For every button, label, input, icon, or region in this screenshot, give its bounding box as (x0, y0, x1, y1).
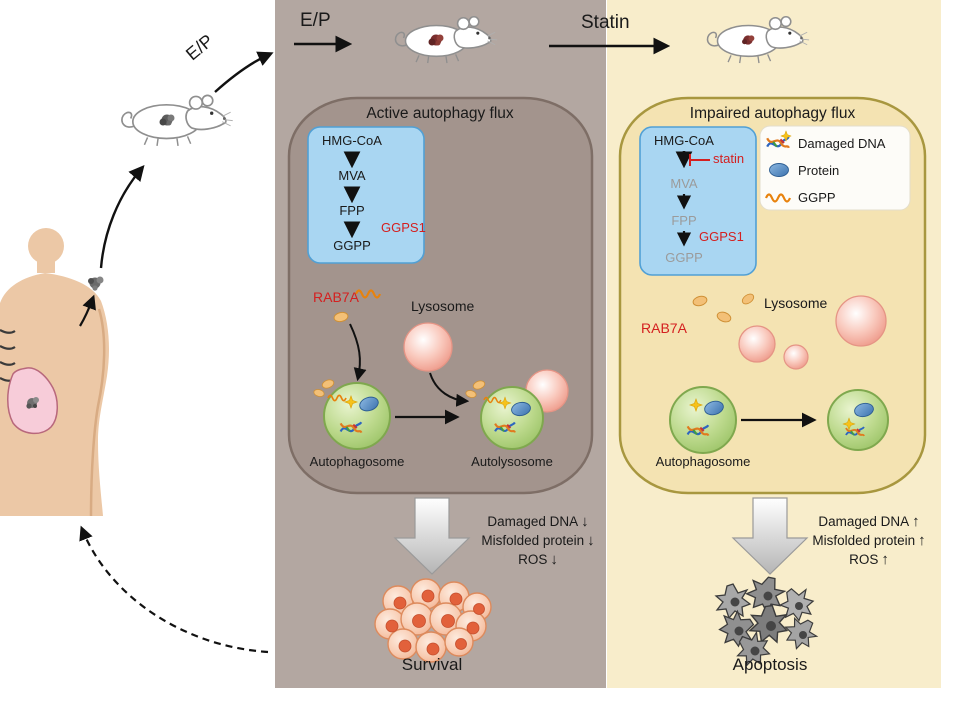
mouse-tumor-icon (742, 35, 755, 45)
pathway-hmg-coa: HMG-CoA (322, 133, 382, 148)
pathway-ggpp: GGPP (665, 250, 703, 265)
autolysosome-label: Autolysosome (471, 454, 553, 469)
outcome-label: ROS (849, 552, 879, 567)
outcome-label: Damaged DNA (818, 514, 910, 529)
mva-pathway-box-impaired (639, 126, 757, 276)
rab7a-label: RAB7A (313, 289, 359, 305)
down-arrow-glyph: ↓ (587, 532, 595, 549)
ep-curve-arrow (214, 51, 274, 93)
outcome-row: Damaged DNA↑ (798, 512, 940, 531)
survival-label: Survival (401, 655, 463, 674)
lysosome-label: Lysosome (764, 295, 828, 311)
up-arrow-glyph: ↑ (881, 551, 889, 568)
pathway-mva: MVA (338, 168, 366, 183)
lysosome-icon (403, 322, 453, 372)
apoptosis-label: Apoptosis (732, 655, 808, 674)
lysosome-fusion-arrow (429, 372, 470, 407)
lysosome-icon (783, 344, 809, 370)
big-down-arrow (393, 497, 471, 575)
pathway-ggpp: GGPP (333, 238, 371, 253)
pathway-hmg-coa: HMG-CoA (654, 133, 714, 148)
ep-top-label: E/P (300, 10, 331, 31)
rab7a-label: RAB7A (641, 320, 687, 336)
outcome-label: Misfolded protein (812, 533, 916, 548)
mouse-tumor-icon (428, 34, 444, 46)
legend-box (759, 125, 911, 211)
pathway-fpp: FPP (671, 213, 697, 228)
pathway-statin: statin (713, 151, 745, 166)
impaired-outcomes: Damaged DNA↑ Misfolded protein↑ ROS↑ (798, 512, 940, 569)
outcome-row: ROS↑ (798, 550, 940, 569)
down-arrow-glyph: ↓ (581, 513, 589, 530)
arm-line (89, 308, 106, 517)
biopsy-tumor-icon (88, 276, 104, 291)
pathway-mva: MVA (670, 176, 698, 191)
mouse-icon (706, 16, 810, 64)
recurrence-dashed-arrow (79, 525, 269, 654)
autophagosome-icon (669, 386, 737, 454)
active-panel-title: Active autophagy flux (366, 105, 514, 122)
lung-tumor-icon (26, 397, 39, 409)
human-figure (0, 228, 109, 517)
outcome-label: Misfolded protein (481, 533, 585, 548)
up-arrow-glyph: ↑ (912, 513, 920, 530)
rib-marks-icon (0, 329, 16, 382)
autolysosome-icon (480, 386, 544, 450)
legend-ggpp-label: GGPP (798, 190, 836, 205)
outcome-row: Misfolded protein↓ (468, 531, 608, 550)
up-arrow-glyph: ↑ (918, 532, 926, 549)
outcome-row: ROS↓ (468, 550, 608, 569)
rab7a-to-autophagosome-arrow (349, 323, 367, 382)
outcome-label: Damaged DNA (487, 514, 579, 529)
outcome-row: Damaged DNA↓ (468, 512, 608, 531)
mva-pathway-box-active (307, 126, 425, 264)
lysosome-label: Lysosome (411, 298, 475, 314)
pathway-ggps1: GGPS1 (699, 229, 744, 244)
biopsy-arrow (79, 294, 96, 327)
outcome-row: Misfolded protein↑ (798, 531, 940, 550)
stalled-autophagosome-icon (827, 389, 889, 451)
transplant-arrow (99, 165, 145, 269)
mouse-icon (394, 16, 498, 64)
impaired-panel-title: Impaired autophagy flux (689, 105, 856, 122)
mouse-icon (121, 94, 234, 147)
pathway-fpp: FPP (339, 203, 365, 218)
down-arrow-glyph: ↓ (550, 551, 558, 568)
legend-protein-icon (769, 163, 789, 177)
autophagosome-label: Autophagosome (309, 454, 405, 469)
lysosome-icon (835, 295, 887, 347)
outcome-label: ROS (518, 552, 548, 567)
legend-damaged-dna-label: Damaged DNA (798, 136, 886, 151)
autophagosome-icon (323, 382, 391, 450)
autophagosome-label: Autophagosome (655, 454, 751, 469)
mouse-tumor-icon (159, 114, 175, 126)
statin-label: Statin (581, 12, 630, 33)
big-down-arrow (731, 497, 809, 575)
apoptosis-cells (715, 568, 824, 673)
pathway-ggps1: GGPS1 (381, 220, 426, 235)
legend-protein-label: Protein (798, 163, 840, 178)
survival-cells (374, 578, 492, 663)
lysosome-icon (738, 325, 776, 363)
active-outcomes: Damaged DNA↓ Misfolded protein↓ ROS↓ (468, 512, 608, 569)
